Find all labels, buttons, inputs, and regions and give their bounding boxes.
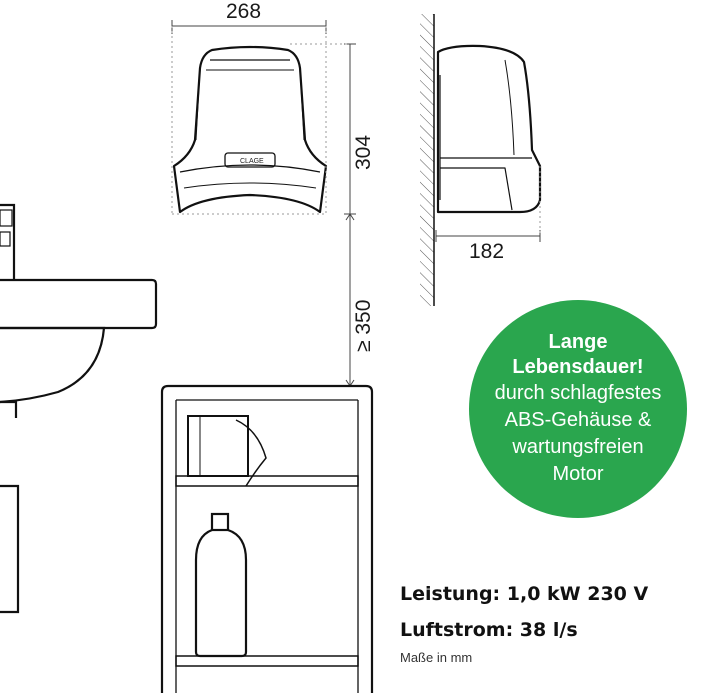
units-note: Maße in mm [400, 650, 473, 665]
badge-line-1: Lange [548, 331, 608, 353]
dryer-front-view [172, 45, 328, 214]
dryer-side-view [436, 44, 542, 214]
tissue-box [187, 415, 267, 487]
badge-line-3: durch schlagfestes [494, 382, 662, 404]
power-spec: Leistung: 1,0 kW 230 V [400, 583, 649, 605]
depth-dimension-line [435, 166, 541, 242]
width-dimension-label: 268 [226, 0, 262, 23]
clearance-dimension-label: ≥ 350 [352, 299, 375, 352]
sink [0, 203, 158, 614]
clage-logo-plate [224, 152, 276, 168]
badge-line-5: wartungsfreien [512, 436, 644, 458]
badge-line-6: Motor [552, 463, 604, 485]
depth-dimension-label: 182 [469, 240, 505, 263]
airflow-spec: Luftstrom: 38 l/s [400, 619, 578, 641]
wall-section [420, 14, 435, 306]
soap-bottle [194, 512, 248, 658]
feature-badge: Lange Lebensdauer! durch schlagfestes AB… [469, 300, 687, 518]
badge-line-4: ABS-Gehäuse & [504, 409, 652, 431]
width-dimension-line [171, 20, 327, 215]
height-dimension-label: 304 [352, 134, 375, 170]
clage-logo: CLAGE [240, 158, 264, 165]
badge-line-2: Lebensdauer! [512, 356, 644, 378]
cabinet [160, 384, 374, 693]
